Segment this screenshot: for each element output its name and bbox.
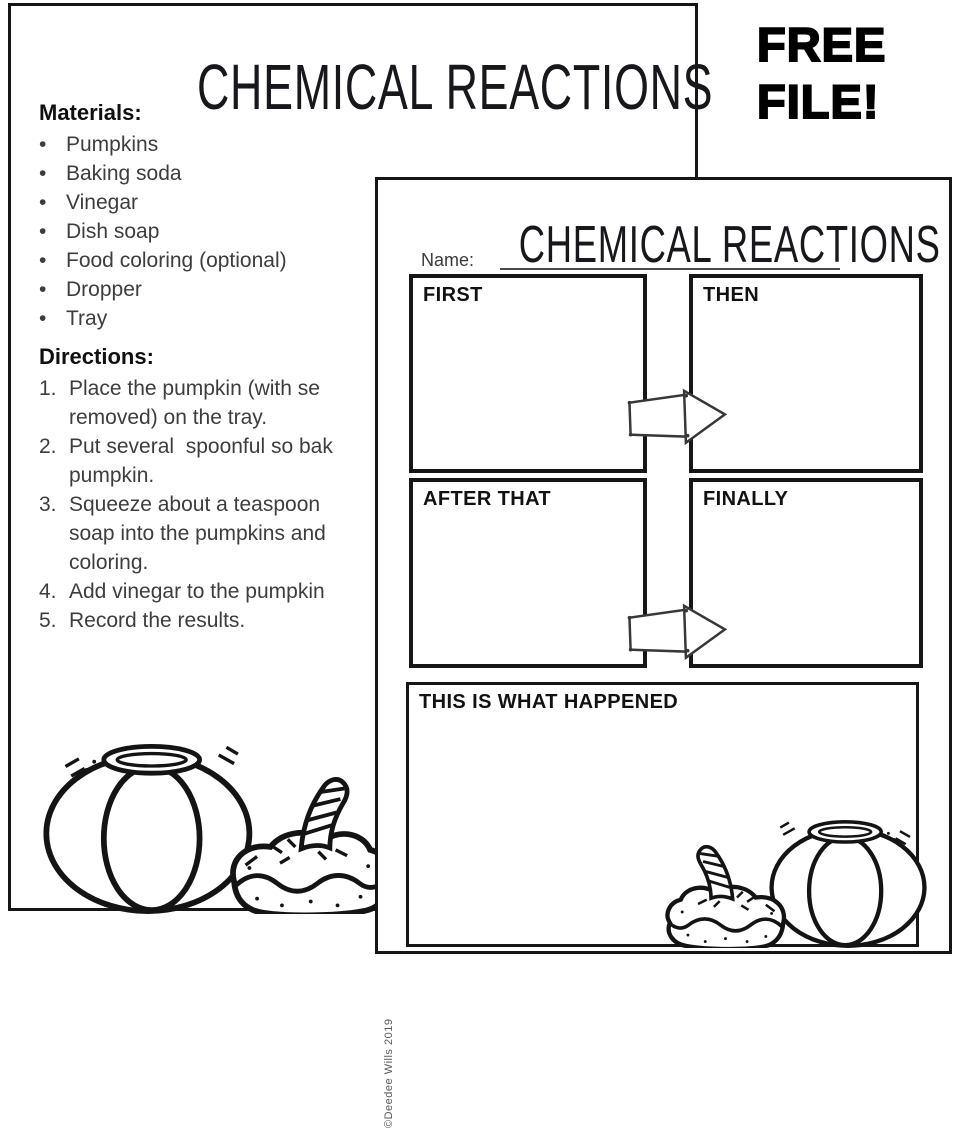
name-blank-line [500, 268, 840, 270]
step-number [39, 403, 69, 432]
directions-heading: Directions: [39, 344, 154, 369]
copyright-credit: ©Deedee Wills 2019 [383, 1018, 395, 1128]
bullet-icon: • [39, 278, 47, 301]
list-item: • Food coloring (optional) [39, 246, 287, 275]
pumpkins-icon [659, 811, 939, 948]
step-number: 4. [39, 580, 57, 603]
box-label: THIS IS WHAT HAPPENED [419, 691, 679, 713]
step-number [39, 548, 69, 577]
step-text: soap into the pumpkins and [69, 522, 326, 545]
list-item: • Vinegar [39, 188, 287, 217]
step-text: Put several spoonful so bak [69, 435, 333, 458]
free-file-line1: FREE [756, 17, 887, 72]
list-item: • Pumpkins [39, 130, 287, 159]
list-item: • Dropper [39, 275, 287, 304]
step-number: 3. [39, 493, 57, 516]
step-number [39, 519, 69, 548]
step-text: Add vinegar to the pumpkin [69, 580, 325, 603]
list-item: • Baking soda [39, 159, 287, 188]
material-text: Food coloring (optional) [66, 249, 287, 272]
free-file-line2: FILE! [756, 74, 880, 129]
directions-section: Directions: 1. Place the pumpkin (with se… [39, 342, 333, 635]
box-label: THEN [703, 284, 760, 306]
box-label: AFTER THAT [423, 488, 552, 510]
list-item: 5. Record the results. [39, 606, 333, 635]
list-item: 3. Squeeze about a teaspoon [39, 490, 333, 519]
worksheet-preview: { "free_label": { "line1": "FREE", "line… [8, 3, 952, 1128]
materials-section: Materials: • Pumpkins • Baking soda • Vineg… [39, 98, 287, 333]
step-text: removed) on the tray. [69, 406, 268, 429]
pumpkins-icon [27, 732, 399, 914]
sequence-box-finally: FINALLY [689, 478, 923, 668]
front-page: CHEMICAL REACTIONS Name: FIRST THEN AFTE… [375, 177, 952, 1128]
box-label: FIRST [423, 284, 483, 306]
front-page-title: CHEMICAL REACTIONS [519, 215, 941, 274]
sequence-box-first: FIRST [409, 274, 647, 473]
list-item: removed) on the tray. [39, 403, 333, 432]
sequence-box-what-happened: THIS IS WHAT HAPPENED [406, 682, 919, 947]
bullet-icon: • [39, 191, 47, 214]
material-text: Dish soap [66, 220, 160, 243]
sequence-box-after-that: AFTER THAT [409, 478, 647, 668]
list-item: 1. Place the pumpkin (with se [39, 374, 333, 403]
back-page-title: CHEMICAL REACTIONS [197, 50, 714, 123]
bullet-icon: • [39, 249, 47, 272]
list-item: 2. Put several spoonful so bak [39, 432, 333, 461]
bullet-icon: • [39, 162, 47, 185]
step-text: pumpkin. [69, 464, 155, 487]
name-label: Name: [421, 250, 475, 270]
bullet-icon: • [39, 307, 47, 330]
step-text: Place the pumpkin (with se [69, 377, 320, 400]
list-item: pumpkin. [39, 461, 333, 490]
list-item: 4. Add vinegar to the pumpkin [39, 577, 333, 606]
material-text: Tray [66, 307, 108, 330]
box-label: FINALLY [703, 488, 789, 510]
step-text: Squeeze about a teaspoon [69, 493, 321, 516]
right-arrow-icon [624, 603, 732, 661]
sequence-box-then: THEN [689, 274, 923, 473]
material-text: Dropper [66, 278, 142, 301]
list-item: coloring. [39, 548, 333, 577]
list-item: • Tray [39, 304, 287, 333]
step-number: 2. [39, 435, 57, 458]
material-text: Baking soda [66, 162, 182, 185]
materials-heading: Materials: [39, 100, 142, 125]
step-number: 5. [39, 609, 57, 632]
step-text: Record the results. [69, 609, 246, 632]
step-number: 1. [39, 377, 57, 400]
material-text: Pumpkins [66, 133, 159, 156]
bullet-icon: • [39, 133, 47, 156]
right-arrow-icon [624, 388, 732, 446]
free-file-banner: FREE FILE! [756, 16, 887, 130]
step-text: coloring. [69, 551, 149, 574]
step-number [39, 461, 69, 490]
list-item: • Dish soap [39, 217, 287, 246]
bullet-icon: • [39, 220, 47, 243]
material-text: Vinegar [66, 191, 139, 214]
list-item: soap into the pumpkins and [39, 519, 333, 548]
